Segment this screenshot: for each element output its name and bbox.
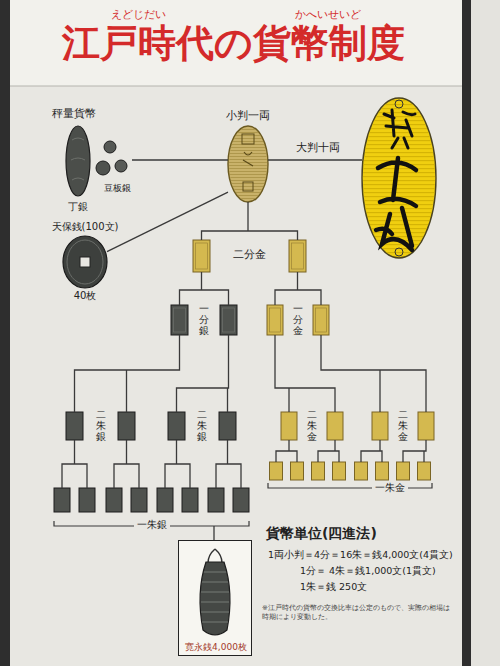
unit-equation: 1分＝ 4朱＝銭1,000文(1貫文) [300, 566, 436, 577]
connector-line [213, 526, 214, 540]
nishu-gold-coins: 二朱金 [281, 412, 343, 440]
isshu-silver-coins: 一朱銀 [54, 488, 249, 526]
coin-label: 40枚 [74, 290, 97, 302]
furigana: かへいせいど [295, 9, 361, 22]
coin-label: 一分銀 [199, 303, 209, 336]
weighed-currency-group: 秤量貨幣丁銀豆板銀 [58, 125, 132, 198]
furigana: えどじだい [111, 9, 166, 22]
connector-line [177, 335, 229, 412]
connector-line [276, 440, 339, 462]
tenpo-coin: 天保銭(100文)40枚 [63, 236, 107, 288]
unit-equation: 1両小判＝4分＝16朱＝銭4,000文(4貫文) [268, 550, 453, 561]
kanei-coin-box: 寛永銭4,000枚 [178, 540, 252, 656]
connector-line [107, 192, 228, 251]
oban-coin: 大判十両 [362, 98, 436, 258]
nibu-gold-coins: 二分金 [193, 240, 306, 272]
nishu-silver-coins: 二朱銀 [66, 412, 135, 440]
connector-line [268, 159, 362, 160]
unit-heading: 貨幣単位(四進法) [266, 525, 377, 541]
coin-label: 二朱銀 [96, 409, 106, 442]
coin-label: 二朱金 [398, 409, 408, 442]
coin-label: 天保銭(100文) [52, 221, 119, 233]
nishu-gold-coins: 二朱金 [372, 412, 434, 440]
nishu-silver-coins: 二朱銀 [168, 412, 236, 440]
ichibu-gold-coins: 一分金 [267, 305, 329, 335]
coin-label: 一朱金 [372, 482, 408, 494]
coin-label: 丁銀 [68, 201, 88, 213]
connector-line [202, 202, 298, 240]
connector-line [275, 272, 321, 305]
footnote: ※江戸時代の貨幣の交換比率は公定のもので、実際の相場は時期により変動した。 [262, 604, 452, 623]
koban-coin: 小判一両 [228, 126, 268, 202]
ichibu-silver-coins: 一分銀 [171, 305, 237, 335]
coin-label: 二朱金 [307, 409, 317, 442]
coin-label: 二分金 [233, 249, 266, 262]
coin-label: 二朱銀 [197, 409, 207, 442]
connector-line [180, 272, 229, 305]
connector-line [62, 440, 139, 488]
connector-line [132, 159, 228, 160]
coin-label: 一分金 [293, 303, 303, 336]
connector-line [361, 440, 426, 462]
coin-label: 秤量貨幣 [52, 108, 96, 121]
connector-line [75, 335, 180, 412]
unit-equation: 1朱＝銭 250文 [300, 582, 367, 593]
isshu-gold-coins: 一朱金 [268, 462, 432, 488]
title-text: 江戸時代の貨幣制度 [62, 22, 405, 66]
coin-label: 豆板銀 [104, 183, 131, 193]
connector-line [275, 335, 335, 412]
connector-line [165, 440, 241, 488]
coin-label: 一朱銀 [134, 519, 170, 531]
coin-label: 大判十両 [296, 142, 340, 155]
connector-line [321, 335, 426, 412]
coin-label: 寛永銭4,000枚 [185, 642, 247, 652]
coin-label: 小判一両 [226, 110, 270, 123]
